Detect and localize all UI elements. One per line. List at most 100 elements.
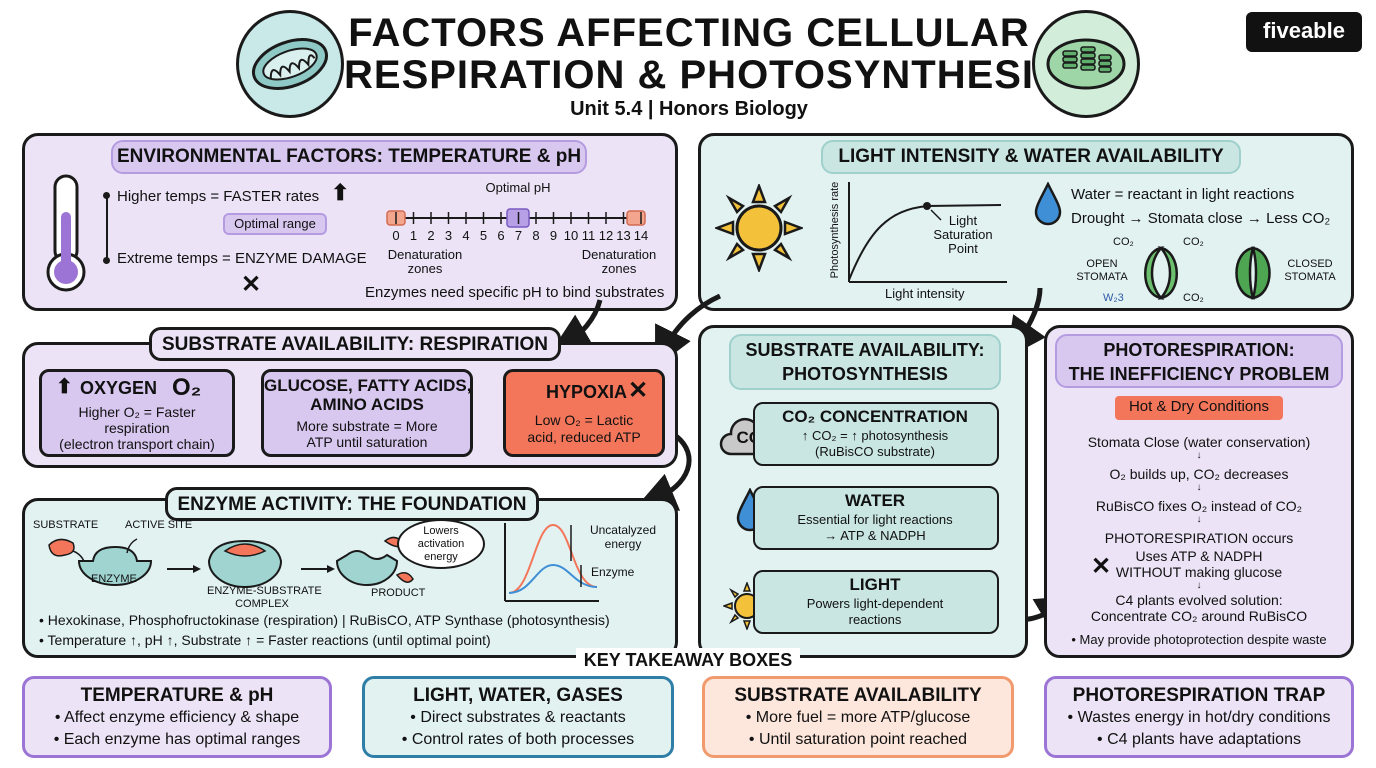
temp-range-dot-top [103, 192, 110, 199]
ph-tick-label: 7 [514, 228, 523, 243]
x-mark-icon: ✕ [1091, 553, 1112, 580]
takeaway-line: • More fuel = more ATP/glucose [745, 709, 971, 726]
photoresp-step-3: RuBisCO fixes O₂ instead of CO₂ [1095, 498, 1303, 514]
enzyme-activity-panel: ENZYME ACTIVITY: THE FOUNDATION SUBSTRAT… [22, 487, 678, 658]
respiration-substrate-panel: SUBSTRATE AVAILABILITY: RESPIRATION ⬆ OX… [22, 327, 678, 468]
ph-tick-label: 0 [392, 228, 400, 243]
water-reactant-text: Water = reactant in light reactions [1071, 186, 1295, 203]
ph-tick-label: 6 [497, 228, 505, 243]
water-card: WATER Essential for light reactions → AT… [753, 486, 999, 550]
takeaway-light: LIGHT, WATER, GASES • Direct substrates … [362, 676, 674, 758]
brand-name: fiveable [1263, 18, 1345, 43]
co2-label-bottom: CO₂ [1183, 292, 1204, 304]
saturation-point-label: Light Saturation Point [933, 213, 993, 256]
light-title: LIGHT [849, 575, 901, 594]
y-axis-label: Photosynthesis rate [829, 181, 841, 279]
up-arrow-icon: ⬆ [56, 376, 73, 398]
down-arrow-icon: ↓ [1196, 514, 1202, 525]
ph-scale [386, 208, 646, 228]
photosynthesis-substrate-panel: SUBSTRATE AVAILABILITY: PHOTOSYNTHESIS C… [698, 325, 1028, 658]
photoresp-step-7: • May provide photoprotection despite wa… [1071, 632, 1327, 647]
optimal-range-label: Optimal range [223, 213, 327, 235]
ph-tick-label: 2 [427, 228, 435, 243]
up-arrow-icon: ⬆ [331, 180, 350, 205]
takeaway-line: • Control rates of both processes [401, 731, 635, 748]
oxygen-text: Higher O₂ = Faster respiration (electron… [59, 404, 215, 452]
takeaway-title: SUBSTRATE AVAILABILITY [734, 685, 982, 706]
down-arrow-icon: ↓ [1196, 482, 1202, 493]
enzyme-bullet-2: • Temperature ↑, pH ↑, Substrate ↑ = Fas… [39, 632, 491, 648]
photoresp-step-2: O₂ builds up, CO₂ decreases [1109, 466, 1289, 482]
ph-tick-label: 13 [616, 228, 631, 243]
uncatalyzed-label: Uncatalyzed energy [589, 523, 657, 551]
ph-tick-label: 9 [549, 228, 558, 243]
optimal-ph-label: Optimal pH [485, 180, 551, 195]
takeaway-line: • Each enzyme has optimal ranges [53, 731, 301, 748]
co2-concentration-text: ↑ CO₂ = ↑ photosynthesis (RuBisCO substr… [801, 428, 949, 459]
higher-temps-text: Higher temps = FASTER rates [117, 188, 320, 205]
enzyme-diagram [48, 538, 335, 588]
hot-dry-badge: Hot & Dry Conditions [1115, 396, 1283, 420]
photoresp-step-4: PHOTORESPIRATION occurs [1104, 530, 1294, 546]
hypoxia-title: HYPOXIA [546, 382, 628, 402]
down-arrow-icon: ↓ [1196, 450, 1202, 461]
closed-stomata-icon [1235, 246, 1271, 300]
environmental-factors-panel: ENVIRONMENTAL FACTORS: TEMPERATURE & pH … [22, 133, 678, 311]
photoresp-step-1: Stomata Close (water conservation) [1087, 434, 1311, 450]
key-takeaways-label: KEY TAKEAWAY BOXES [576, 648, 800, 674]
brand-logo[interactable]: fiveable [1246, 12, 1362, 52]
environmental-factors-heading: ENVIRONMENTAL FACTORS: TEMPERATURE & pH [111, 140, 587, 174]
co2-label-top-left: CO₂ [1113, 236, 1134, 248]
product-label: PRODUCT [371, 587, 426, 599]
light-text: Powers light-dependent reactions [806, 596, 944, 627]
takeaway-line: • Until saturation point reached [748, 731, 968, 748]
sun-icon [715, 184, 803, 272]
co2-concentration-title: CO₂ CONCENTRATION [782, 407, 968, 426]
takeaway-title: TEMPERATURE & pH [80, 685, 274, 706]
active-site-label: ACTIVE SITE [125, 519, 193, 531]
page-title-line1: FACTORS AFFECTING CELLULAR [348, 11, 1030, 55]
oxygen-title: OXYGEN [80, 378, 158, 398]
denaturation-left-label: Denaturation zones [387, 247, 463, 276]
water-vapor-label: W₂3 [1103, 292, 1124, 304]
light-water-panel: LIGHT INTENSITY & WATER AVAILABILITY Pho… [698, 133, 1354, 311]
photoresp-step-5: Uses ATP & NADPH WITHOUT making glucose [1115, 548, 1283, 580]
takeaway-title: PHOTORESPIRATION TRAP [1072, 685, 1326, 706]
photorespiration-heading: PHOTORESPIRATION: THE INEFFICIENCY PROBL… [1055, 334, 1343, 388]
oxygen-symbol: O₂ [172, 374, 202, 401]
ph-tick-label: 11 [581, 228, 596, 243]
glucose-text: More substrate = More ATP until saturati… [296, 418, 438, 450]
photorespiration-panel: PHOTORESPIRATION: THE INEFFICIENCY PROBL… [1044, 325, 1354, 658]
ph-tick-label: 5 [479, 228, 488, 243]
takeaway-line: • Affect enzyme efficiency & shape [54, 709, 300, 726]
x-mark-icon: ✕ [241, 271, 262, 298]
water-title: WATER [844, 491, 906, 510]
lowers-activation-text: Lowers activation energy [417, 525, 465, 563]
light-saturation-chart [848, 182, 1007, 283]
product-diagram [335, 536, 414, 586]
chloroplast-icon [1032, 10, 1140, 118]
respiration-substrate-heading: SUBSTRATE AVAILABILITY: RESPIRATION [149, 327, 561, 361]
co2-label-top-right: CO₂ [1183, 236, 1204, 248]
open-stomata-icon [1144, 246, 1178, 300]
hypoxia-text: Low O₂ = Lactic acid, reduced ATP [527, 412, 641, 445]
water-drop-icon [1034, 182, 1062, 226]
enzyme-activity-heading: ENZYME ACTIVITY: THE FOUNDATION [165, 487, 539, 521]
drought-text: Drought → Stomata close → Less CO₂ [1071, 210, 1331, 227]
extreme-temps-text: Extreme temps = ENZYME DAMAGE [117, 250, 367, 267]
ph-tick-label: 12 [598, 228, 614, 243]
enzyme-curve-label: Enzyme [591, 565, 635, 579]
page-subtitle: Unit 5.4 | Honors Biology [570, 98, 808, 120]
photoresp-step-6: C4 plants evolved solution: Concentrate … [1090, 592, 1308, 624]
temp-range-line [106, 194, 108, 262]
takeaway-temperature: TEMPERATURE & pH • Affect enzyme efficie… [22, 676, 332, 758]
oxygen-card: ⬆ OXYGEN O₂ Higher O₂ = Faster respirati… [39, 369, 235, 457]
enzyme-bullet-1: • Hexokinase, Phosphofructokinase (respi… [39, 612, 610, 628]
ph-tick-label: 1 [409, 228, 418, 243]
light-water-heading: LIGHT INTENSITY & WATER AVAILABILITY [821, 140, 1241, 174]
temp-range-dot-bottom [103, 257, 110, 264]
takeaway-line: • Wastes energy in hot/dry conditions [1067, 709, 1331, 726]
light-card: LIGHT Powers light-dependent reactions [753, 570, 999, 634]
open-stomata-label: OPEN STOMATA [1076, 258, 1128, 283]
hypoxia-card: HYPOXIA ✕ Low O₂ = Lactic acid, reduced … [503, 369, 665, 457]
